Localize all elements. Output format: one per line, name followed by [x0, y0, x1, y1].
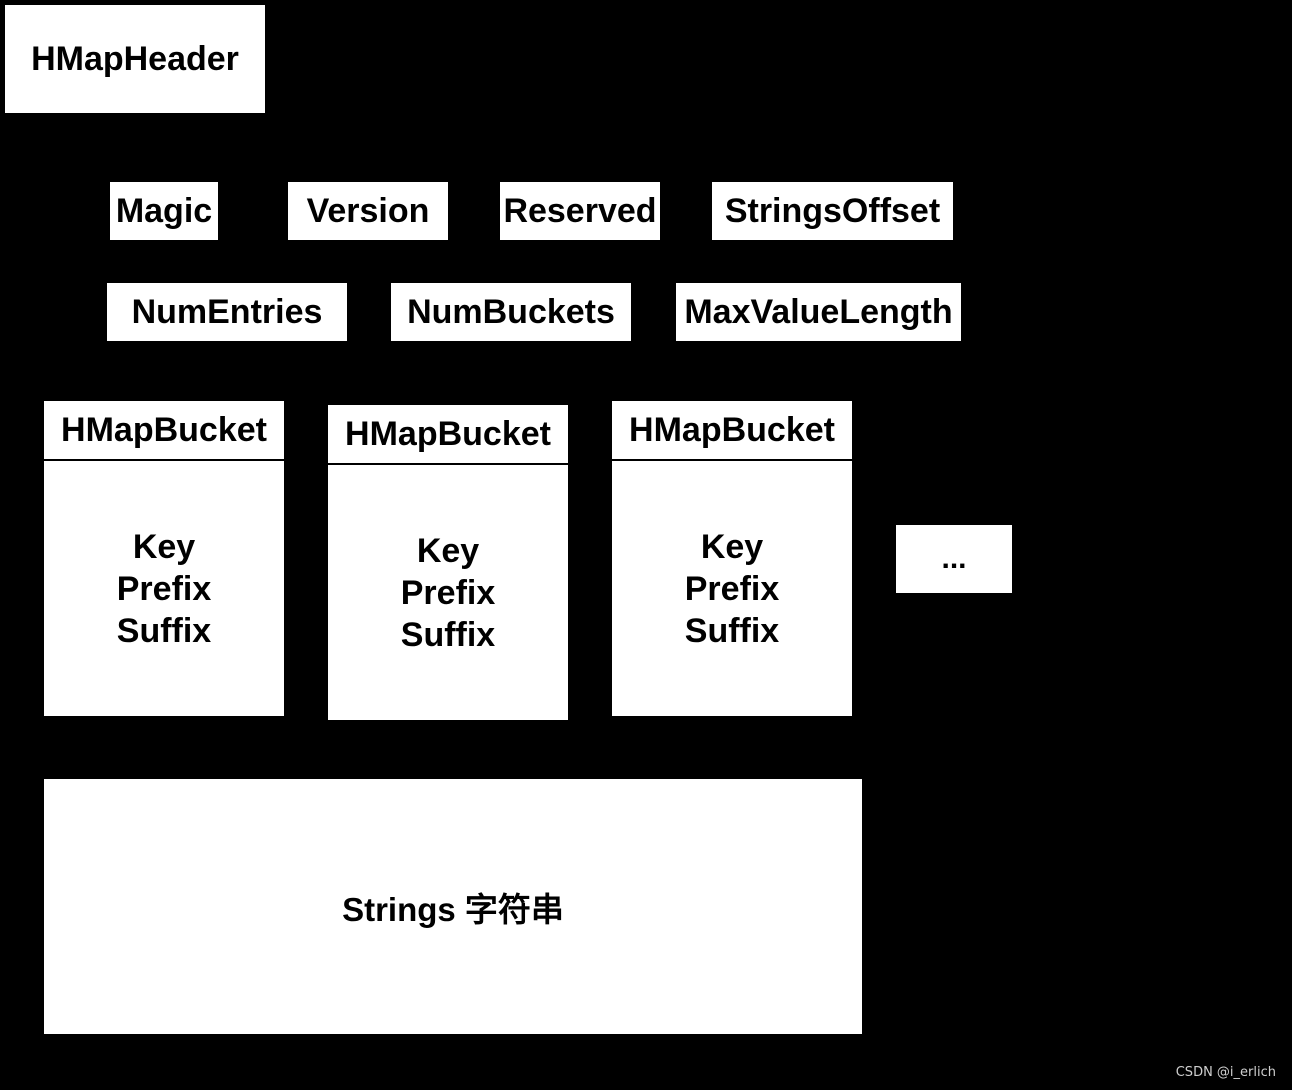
- bucket-title: HMapBucket: [44, 401, 284, 461]
- field-num-entries: NumEntries: [107, 283, 347, 341]
- bucket-field-key: Key: [132, 527, 196, 566]
- field-reserved: Reserved: [500, 182, 660, 240]
- ellipsis-label: ...: [941, 542, 967, 575]
- bucket-title: HMapBucket: [328, 405, 568, 465]
- hmap-header-label: HMapHeader: [31, 39, 239, 78]
- field-strings-offset: StringsOffset: [712, 182, 953, 240]
- hmap-header-box: HMapHeader: [5, 5, 265, 113]
- more-buckets-box: ...: [896, 525, 1012, 593]
- bucket-field-suffix: Suffix: [400, 615, 496, 654]
- bucket-field-key: Key: [416, 531, 480, 570]
- bucket-fields: Key Prefix Suffix: [328, 465, 568, 720]
- bucket-field-key: Key: [700, 527, 764, 566]
- bucket-field-suffix: Suffix: [684, 611, 780, 650]
- bucket-field-suffix: Suffix: [116, 611, 212, 650]
- bucket-title: HMapBucket: [612, 401, 852, 461]
- field-version: Version: [288, 182, 448, 240]
- strings-label: Strings 字符串: [342, 890, 564, 928]
- bucket-fields: Key Prefix Suffix: [44, 461, 284, 716]
- field-max-value-length: MaxValueLength: [676, 283, 961, 341]
- strings-box: Strings 字符串: [44, 779, 862, 1034]
- field-magic: Magic: [110, 182, 218, 240]
- hmap-bucket-1: HMapBucket Key Prefix Suffix: [44, 401, 284, 716]
- hmap-bucket-3: HMapBucket Key Prefix Suffix: [612, 401, 852, 716]
- bucket-field-prefix: Prefix: [116, 569, 212, 608]
- hmap-bucket-2: HMapBucket Key Prefix Suffix: [328, 405, 568, 720]
- bucket-field-prefix: Prefix: [684, 569, 780, 608]
- field-num-buckets: NumBuckets: [391, 283, 631, 341]
- bucket-fields: Key Prefix Suffix: [612, 461, 852, 716]
- bucket-field-prefix: Prefix: [400, 573, 496, 612]
- watermark: CSDN @i_erlich: [1175, 1065, 1276, 1080]
